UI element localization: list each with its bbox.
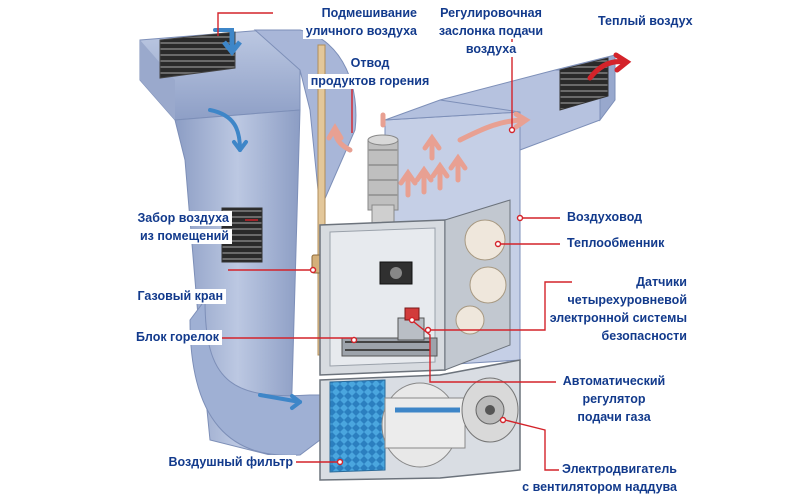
label-outside-air-mix: Подмешивание уличного воздуха	[250, 6, 420, 39]
leader-lines	[217, 12, 572, 471]
label-air-intake-line2: из помещений	[136, 229, 232, 244]
label-damper-line1: Регулировочная	[437, 6, 545, 21]
label-sensors-line4: безопасности	[598, 329, 690, 344]
label-flue-line2: продуктов горения	[307, 74, 433, 89]
label-sensors-line1: Датчики	[633, 275, 690, 290]
label-gas-regulator-line3: подачи газа	[574, 410, 654, 425]
label-damper: Регулировочная заслонка подачи воздуха	[412, 6, 570, 57]
label-motor-line2: с вентилятором наддува	[519, 480, 680, 495]
flue-pipe	[367, 134, 399, 226]
label-gas-valve-line1: Газовый кран	[134, 289, 226, 304]
label-motor: Электродвигатель с вентилятором наддува	[500, 462, 680, 495]
label-damper-line3: воздуха	[462, 42, 520, 57]
label-air-intake: Забор воздуха из помещений	[92, 211, 232, 244]
outside-air-grille	[159, 31, 236, 79]
outside-air-arrow	[222, 32, 242, 57]
warm-air-arrows	[326, 111, 531, 198]
label-gas-regulator: Автоматический регулятор подачи газа	[550, 374, 678, 425]
cold-air-arrows	[208, 28, 302, 410]
label-gas-regulator-line2: регулятор	[579, 392, 649, 407]
label-flue: Отвод продуктов горения	[302, 56, 438, 89]
label-sensors-line2: четырехуровневой	[564, 293, 690, 308]
label-sensors-line3: электронной системы	[546, 311, 690, 326]
label-flue-line1: Отвод	[347, 56, 393, 71]
label-heat-exchanger-line1: Теплообменник	[564, 236, 668, 251]
label-sensors: Датчики четырехуровневой электронной сис…	[520, 275, 690, 344]
label-warm-air-line1: Теплый воздух	[595, 14, 696, 29]
label-air-filter-line1: Воздушный фильтр	[165, 455, 296, 470]
hot-air-arrow	[587, 52, 632, 81]
return-duct	[139, 29, 357, 461]
label-air-intake-line1: Забор воздуха	[134, 211, 232, 226]
label-burner-block-line1: Блок горелок	[132, 330, 222, 345]
label-duct-line1: Воздуховод	[564, 210, 646, 225]
label-heat-exchanger: Теплообменник	[564, 236, 668, 251]
label-duct: Воздуховод	[564, 210, 646, 225]
label-damper-line2: заслонка подачи	[435, 24, 547, 39]
label-outside-air-mix-line2: уличного воздуха	[302, 24, 420, 39]
label-air-filter: Воздушный фильтр	[130, 455, 296, 470]
label-burner-block: Блок горелок	[98, 330, 222, 345]
label-motor-line1: Электродвигатель	[559, 462, 680, 477]
label-warm-air: Теплый воздух	[595, 14, 696, 29]
label-gas-regulator-line1: Автоматический	[559, 374, 669, 389]
label-outside-air-mix-line1: Подмешивание	[318, 6, 420, 21]
furnace-upper-cabinet	[319, 199, 511, 376]
label-gas-valve: Газовый кран	[96, 289, 226, 304]
furnace-lower-cabinet	[319, 359, 521, 481]
